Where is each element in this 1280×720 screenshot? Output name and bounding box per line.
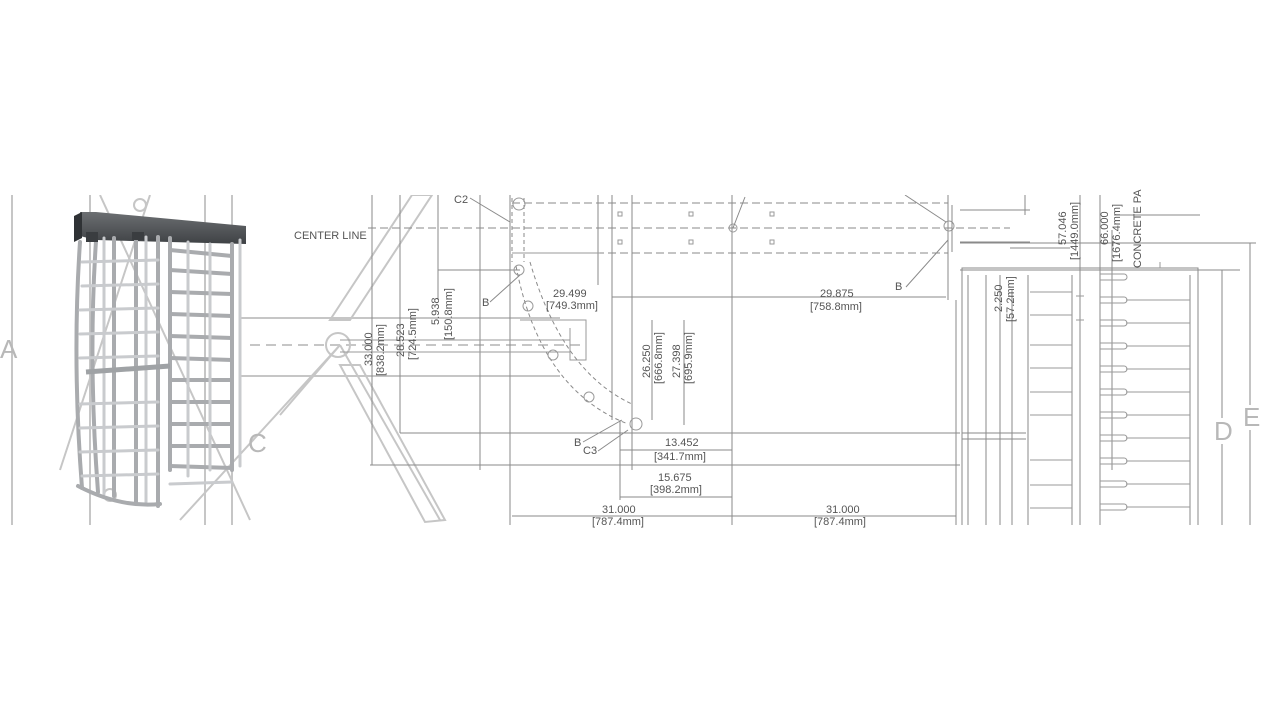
c2-label: C2 (454, 194, 468, 206)
dim-29499-mm: [749.3mm] (546, 300, 598, 312)
dim-31000-left-mm: [787.4mm] (592, 516, 644, 528)
turnstile-3d-render (74, 212, 246, 508)
c3-label: C3 (583, 445, 597, 457)
dim-13452-value: 13.452 (665, 437, 699, 449)
dim-2250-value: 2.250 (993, 284, 1005, 312)
dim-5938-value: 5.938 (430, 297, 442, 325)
dim-66000-mm: [1676.4mm] (1111, 204, 1123, 262)
dim-29875-value: 29.875 (820, 288, 854, 300)
plan-view-linework (340, 195, 1030, 525)
dim-5938-mm: [150.8mm] (443, 288, 455, 340)
dim-57046-mm: [1449.0mm] (1069, 202, 1081, 260)
concrete-pad-label: CONCRETE PA (1132, 189, 1144, 268)
view-label-a: A (0, 334, 18, 364)
dim-13452-mm: [341.7mm] (654, 451, 706, 463)
side-elevation-view (960, 195, 1256, 525)
dim-15675-value: 15.675 (658, 472, 692, 484)
dim-26250-value: 26.250 (641, 344, 653, 378)
drawing-labels: CENTER LINE C2 C3 B B B A C D E 29.499 [… (0, 189, 1260, 528)
dim-31000-right-mm: [787.4mm] (814, 516, 866, 528)
view-label-d: D (1214, 416, 1233, 446)
dim-15675-mm: [398.2mm] (650, 484, 702, 496)
dim-31000-left-value: 31.000 (602, 504, 636, 516)
center-line-label: CENTER LINE (294, 230, 367, 242)
b-label-left: B (482, 297, 489, 309)
b-label-bottom: B (574, 437, 581, 449)
dim-33000-mm: [838.2mm] (375, 324, 387, 376)
dim-29499-value: 29.499 (553, 288, 587, 300)
view-label-e: E (1243, 402, 1260, 432)
elevation-arms (1030, 273, 1190, 511)
dim-28523-value: 28.523 (395, 323, 407, 357)
dim-29875-mm: [758.8mm] (810, 301, 862, 313)
dim-2250-mm: [57.2mm] (1005, 276, 1017, 322)
dim-26250-mm: [666.8mm] (653, 332, 665, 384)
dim-57046-value: 57.046 (1057, 211, 1069, 245)
dim-27398-mm: [695.9mm] (683, 332, 695, 384)
b-label-right: B (895, 281, 902, 293)
dim-31000-right-value: 31.000 (826, 504, 860, 516)
dim-66000-value: 66.000 (1099, 211, 1111, 245)
dim-33000-value: 33.000 (363, 332, 375, 366)
view-label-c: C (248, 428, 267, 458)
dim-27398-value: 27.398 (671, 344, 683, 378)
dim-28523-mm: [724.5mm] (407, 308, 419, 360)
